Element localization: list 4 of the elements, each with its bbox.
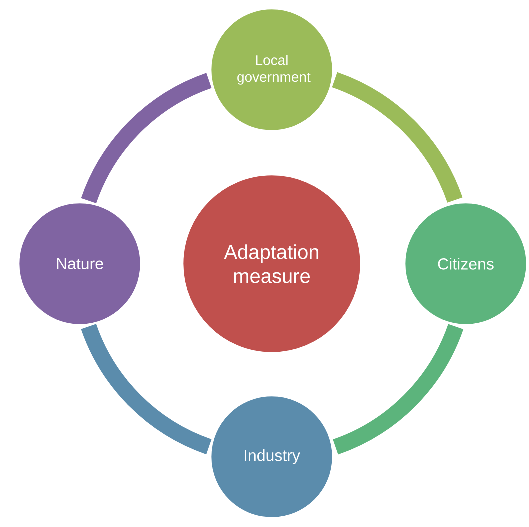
ring-arc — [81, 324, 212, 454]
ring-arc — [332, 324, 464, 455]
ring-arc — [81, 73, 212, 204]
ring-arc — [332, 72, 463, 204]
